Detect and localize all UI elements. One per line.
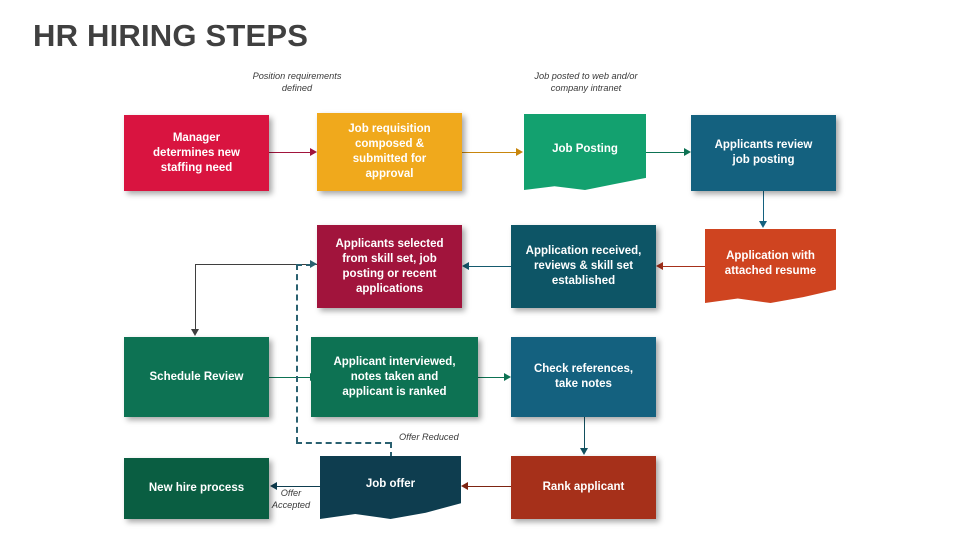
node-applicants-selected[interactable]: Applicants selected from skill set, job … <box>317 225 462 308</box>
page-title: HR HIRING STEPS <box>33 18 309 53</box>
node-applicants-selected-label: Applicants selected from skill set, job … <box>335 237 444 295</box>
connector-rank-to-job-offer-arrowhead <box>461 481 468 490</box>
node-manager[interactable]: Manager determines new staffing need <box>124 115 269 191</box>
node-applicant-interviewed-label: Applicant interviewed, notes taken and a… <box>333 355 456 398</box>
connector-interviewed-to-check-references-arrowhead <box>504 372 511 381</box>
node-job-posting-label: Job Posting <box>552 143 618 155</box>
connector-selected-to-schedule-review-arrowhead <box>190 329 199 336</box>
connector-requisition-to-job-posting <box>462 152 517 153</box>
connector-rank-to-job-offer <box>467 486 511 487</box>
connector-schedule-review-to-interviewed <box>269 377 311 378</box>
connector-offer-reduced-vertical-lower <box>390 442 392 458</box>
connector-received-to-selected <box>468 266 511 267</box>
node-check-references-label: Check references, take notes <box>533 363 634 390</box>
connector-check-references-to-rank-arrowhead <box>579 448 588 455</box>
connector-offer-reduced-entry <box>296 264 312 266</box>
node-schedule-review-label: Schedule Review <box>149 370 244 383</box>
connector-job-posting-to-applicants-review-arrowhead <box>684 147 691 156</box>
node-applicants-review[interactable]: Applicants review job posting <box>691 115 836 191</box>
connector-offer-reduced-vertical-upper <box>296 264 298 443</box>
node-rank-applicant[interactable]: Rank applicant <box>511 456 656 519</box>
node-requisition-label: Job requisition composed & submitted for… <box>348 123 431 180</box>
connector-offer-reduced-arrowhead <box>310 259 317 268</box>
node-manager-label: Manager determines new staffing need <box>153 131 240 174</box>
connector-offer-reduced-horizontal <box>296 442 391 444</box>
node-rank-applicant-label: Rank applicant <box>542 481 625 493</box>
connector-job-posting-to-applicants-review <box>646 152 685 153</box>
node-new-hire-label: New hire process <box>148 482 245 494</box>
caption-job-posted: Job posted to web and/or company intrane… <box>534 71 638 93</box>
node-application-resume[interactable]: Application with attached resume <box>705 229 836 303</box>
node-requisition[interactable]: Job requisition composed & submitted for… <box>317 113 462 191</box>
connector-applicants-review-to-application-arrowhead <box>758 221 767 228</box>
connector-selected-to-schedule-review-horizontal <box>195 264 317 265</box>
connector-check-references-to-rank <box>584 417 585 449</box>
connector-received-to-selected-arrowhead <box>462 261 469 270</box>
connector-application-to-received <box>662 266 705 267</box>
caption-offer-reduced: Offer Reduced <box>399 432 459 442</box>
node-job-posting[interactable]: Job Posting <box>524 114 646 190</box>
node-application-received-label: Application received, reviews & skill se… <box>525 245 642 287</box>
caption-position-requirements: Position requirements defined <box>252 71 342 93</box>
node-new-hire[interactable]: New hire process <box>124 458 269 519</box>
connector-job-offer-to-new-hire <box>276 486 320 487</box>
node-applicant-interviewed[interactable]: Applicant interviewed, notes taken and a… <box>311 337 478 417</box>
node-job-offer[interactable]: Job offer <box>320 456 461 519</box>
node-check-references[interactable]: Check references, take notes <box>511 337 656 417</box>
connector-job-offer-to-new-hire-arrowhead <box>270 481 277 490</box>
node-applicants-review-label: Applicants review job posting <box>714 139 813 166</box>
connector-selected-to-schedule-review-vertical <box>195 264 196 330</box>
connector-interviewed-to-check-references <box>478 377 505 378</box>
node-application-resume-label: Application with attached resume <box>724 250 817 277</box>
connector-manager-to-requisition-arrowhead <box>310 147 317 156</box>
node-application-received[interactable]: Application received, reviews & skill se… <box>511 225 656 308</box>
connector-manager-to-requisition <box>269 152 311 153</box>
connector-applicants-review-to-application <box>763 191 764 222</box>
caption-offer-accepted: Offer Accepted <box>271 488 311 510</box>
node-job-offer-label: Job offer <box>365 478 416 490</box>
node-schedule-review[interactable]: Schedule Review <box>124 337 269 417</box>
connector-application-to-received-arrowhead <box>656 261 663 270</box>
connector-requisition-to-job-posting-arrowhead <box>516 147 523 156</box>
